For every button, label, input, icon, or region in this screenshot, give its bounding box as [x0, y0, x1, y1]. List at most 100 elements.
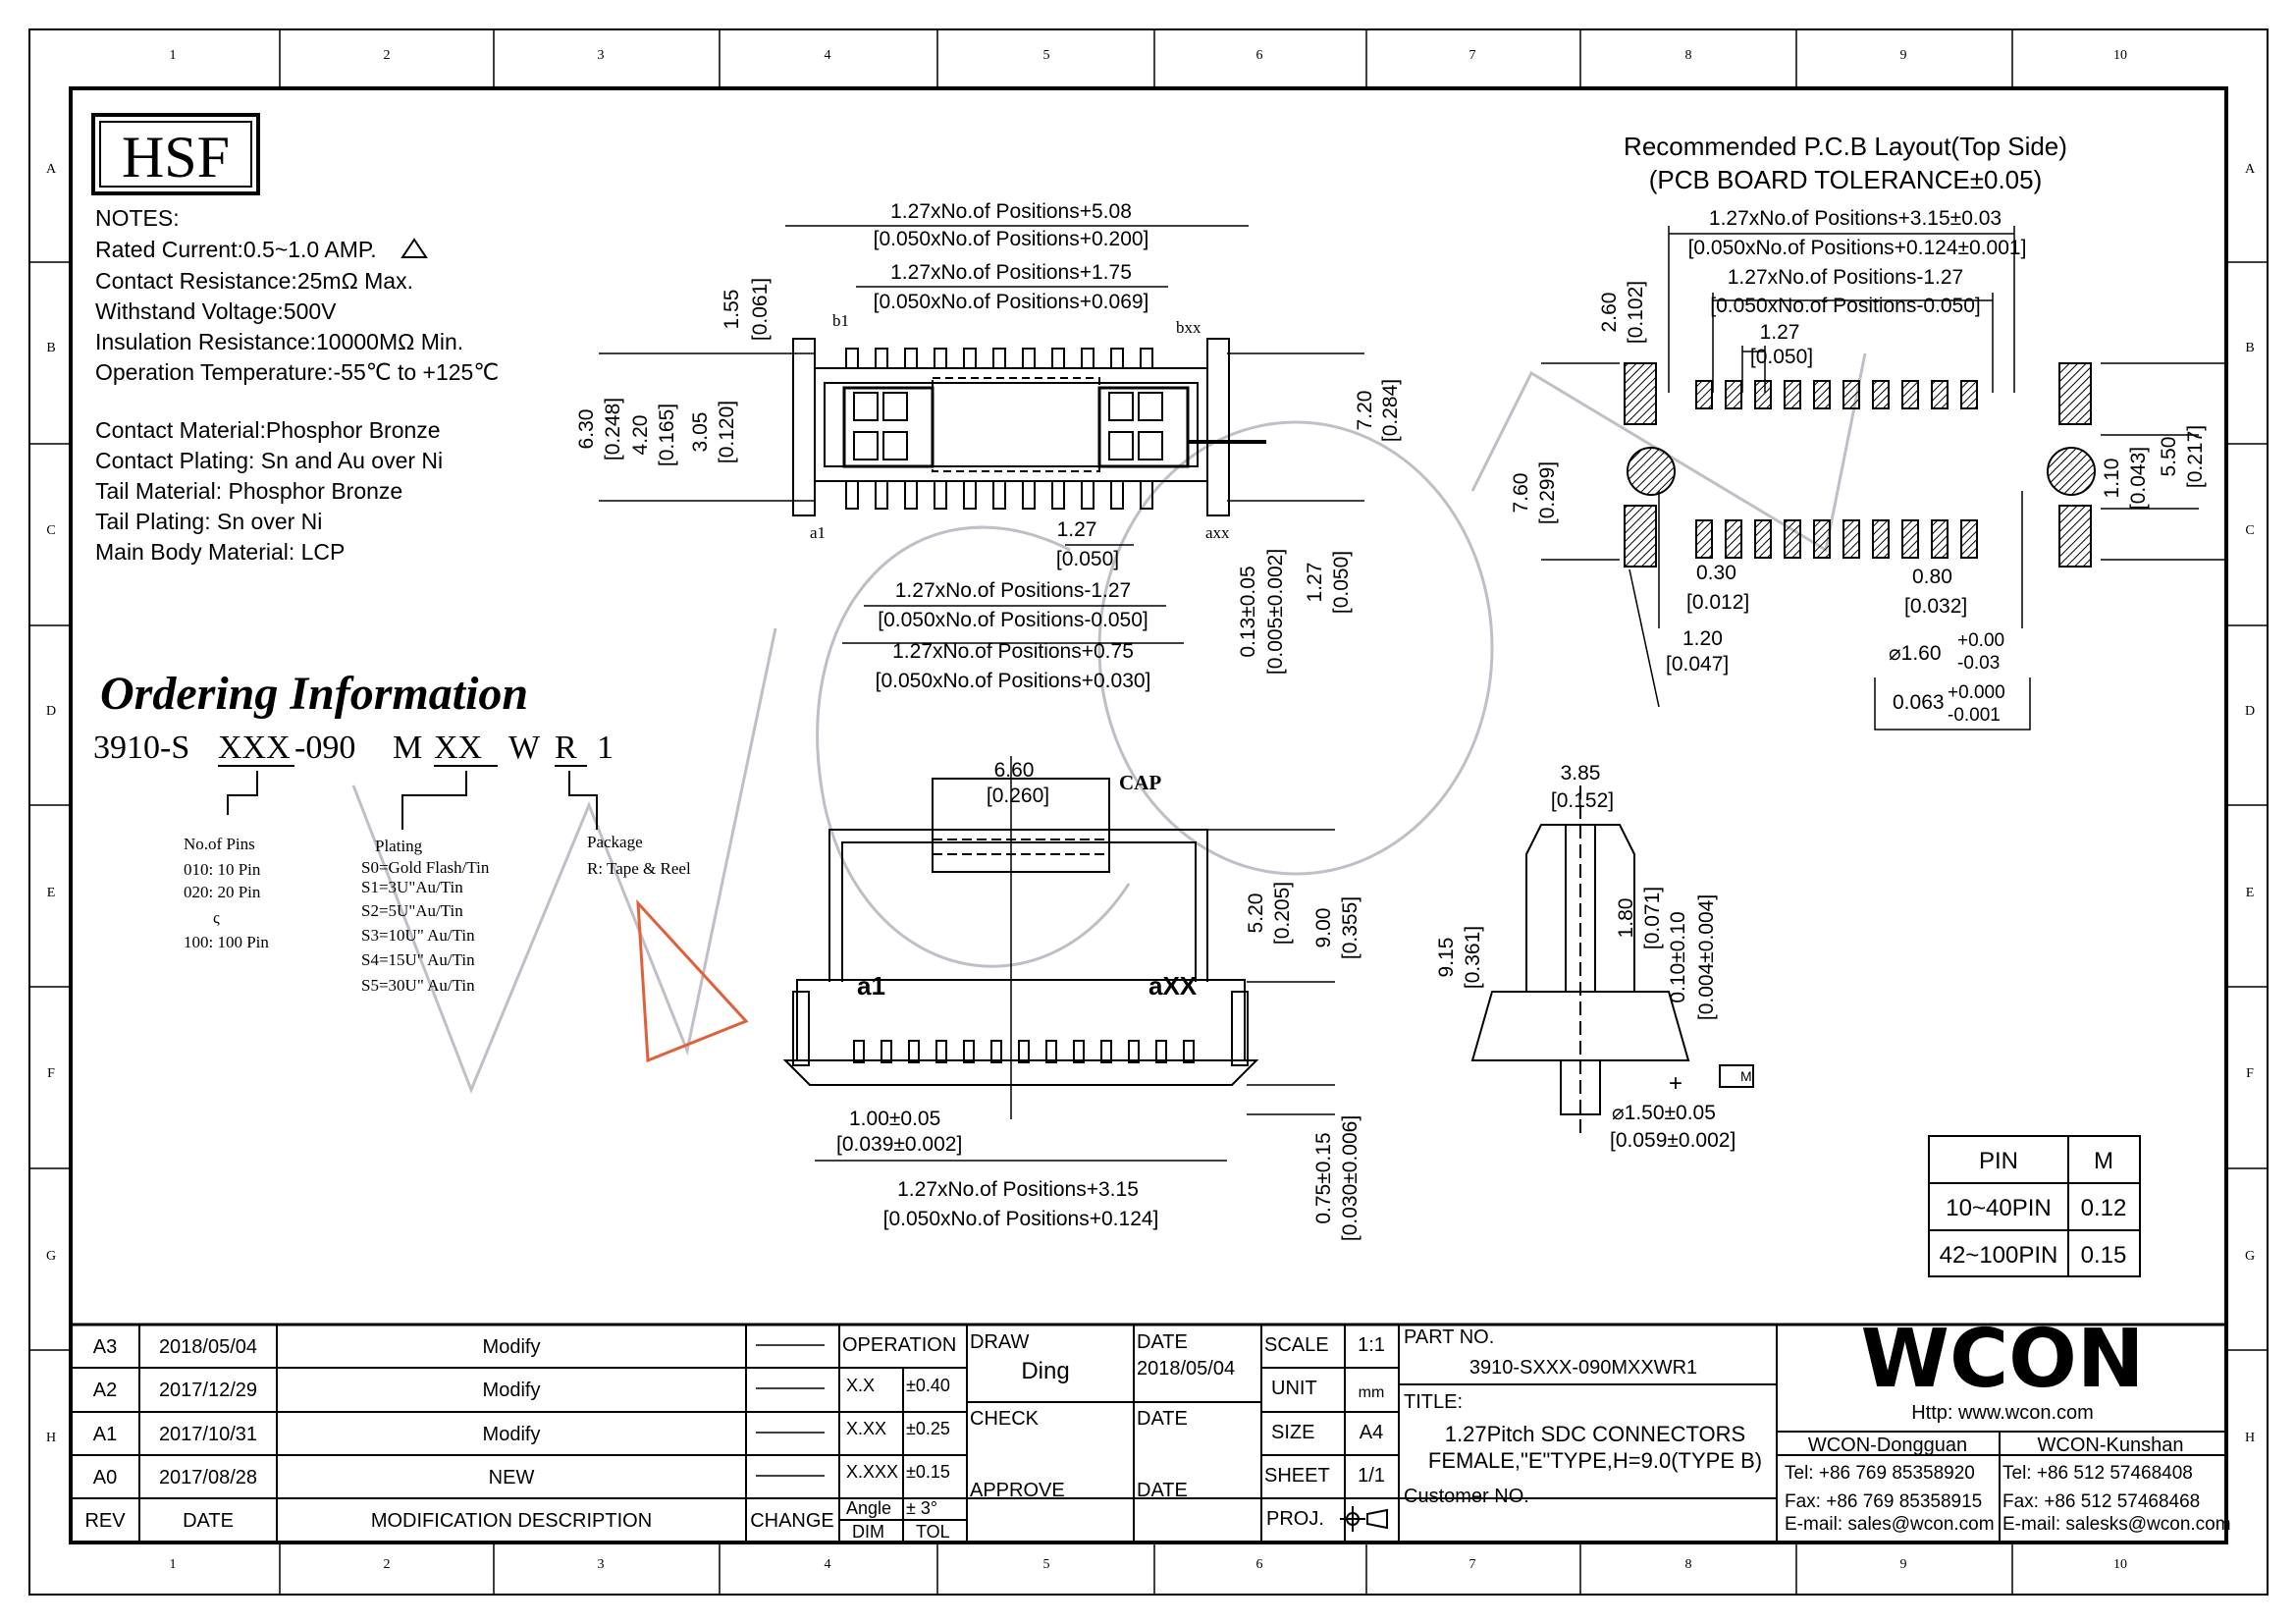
- svg-text:OPERATION: OPERATION: [842, 1334, 956, 1356]
- grid-col-label: 7: [1469, 1557, 1476, 1572]
- tail-pin: [1045, 1040, 1057, 1063]
- pcb-pad: [1813, 519, 1831, 559]
- svg-text:6.60: 6.60: [994, 759, 1035, 782]
- dimension-label: 2.60: [1598, 293, 1621, 333]
- svg-text:1.27: 1.27: [1057, 518, 1097, 541]
- grid-col-label: 1: [170, 1557, 177, 1572]
- pcb-pad: [1813, 380, 1831, 409]
- svg-text:0.063: 0.063: [1893, 691, 1945, 714]
- note-line: Tail Plating: Sn over Ni: [95, 509, 322, 534]
- contact-cell: [1108, 431, 1134, 460]
- contact-pin: [992, 480, 1006, 510]
- tail-pin: [853, 1040, 865, 1063]
- contact-pin: [875, 348, 888, 369]
- svg-text:S4=15U" Au/Tin: S4=15U" Au/Tin: [361, 950, 475, 969]
- contact-pin: [1022, 480, 1036, 510]
- svg-text:[0.050]: [0.050]: [1056, 548, 1119, 570]
- svg-text:DIM: DIM: [852, 1522, 884, 1542]
- note-line: Main Body Material: LCP: [95, 539, 345, 565]
- grid-row-label: D: [46, 704, 56, 719]
- dimension-label: 9.00: [1312, 908, 1335, 948]
- pcb-pad: [1725, 380, 1742, 409]
- svg-text:⌀1.60: ⌀1.60: [1889, 642, 1942, 665]
- pcb-mount-pad: [2058, 505, 2092, 568]
- note-line: Tail Material: Phosphor Bronze: [95, 478, 402, 504]
- svg-text:S1=3U"Au/Tin: S1=3U"Au/Tin: [361, 878, 463, 896]
- contact-cell: [853, 392, 879, 421]
- svg-text:[0.050xNo.of Positions+0.124±0: [0.050xNo.of Positions+0.124±0.001]: [1688, 237, 2027, 259]
- svg-text:⌀1.50±0.05: ⌀1.50±0.05: [1612, 1102, 1716, 1124]
- svg-text:±0.25: ±0.25: [906, 1419, 950, 1438]
- hsf-label: HSF: [122, 125, 230, 189]
- svg-text:1/1: 1/1: [1358, 1465, 1385, 1487]
- pin-table-cell: 42~100PIN: [1940, 1242, 2058, 1269]
- end-view-vertical-dims: 9.15[0.361]1.80[0.071]0.10±0.10[0.004±0.…: [1435, 887, 1718, 1020]
- dimension-label: 9.15: [1435, 938, 1458, 978]
- watermark-accent: [636, 898, 749, 1063]
- pcb-vertical-dims: 2.60[0.102]7.60[0.299]1.10[0.043]5.50[0.…: [1510, 281, 2207, 524]
- svg-text:1.27xNo.of Positions+3.15±0.03: 1.27xNo.of Positions+3.15±0.03: [1709, 207, 2002, 230]
- svg-text:DATE: DATE: [1137, 1331, 1188, 1353]
- contact-cell: [1138, 431, 1163, 460]
- svg-text:0.80: 0.80: [1912, 566, 1952, 588]
- grid-col-label: 9: [1900, 48, 1907, 63]
- side-view-dims: 6.60 [0.260] CAP a1 aXX 1.00±0.05 [0.039…: [836, 759, 1198, 1230]
- dimension-label: [0.217]: [2184, 425, 2207, 488]
- svg-text:[0.050xNo.of Positions+0.030]: [0.050xNo.of Positions+0.030]: [876, 670, 1151, 692]
- svg-text:Http: www.wcon.com: Http: www.wcon.com: [1911, 1402, 2094, 1424]
- grid-col-label: 9: [1900, 1557, 1907, 1572]
- dimension-label: [0.005±0.002]: [1264, 549, 1287, 675]
- side-view: [782, 756, 1259, 1119]
- svg-text:XXX: XXX: [218, 730, 291, 766]
- grid-row-label: F: [2246, 1066, 2254, 1081]
- svg-text:1.27xNo.of Positions+1.75: 1.27xNo.of Positions+1.75: [890, 261, 1132, 284]
- end-view: [1470, 785, 1690, 1139]
- grid-row-label: C: [46, 523, 55, 538]
- svg-text:R: R: [555, 730, 577, 766]
- svg-text:aXX: aXX: [1148, 971, 1198, 1001]
- svg-text:M: M: [1740, 1068, 1752, 1084]
- svg-text:S3=10U" Au/Tin: S3=10U" Au/Tin: [361, 926, 475, 945]
- contact-pin: [992, 348, 1006, 369]
- svg-text:WCON-Kunshan: WCON-Kunshan: [2038, 1435, 2184, 1456]
- side-view-dim-lines: [815, 829, 1335, 1162]
- pcb-pad: [1754, 380, 1772, 409]
- svg-text:[0.032]: [0.032]: [1904, 595, 1967, 618]
- svg-text:S5=30U" Au/Tin: S5=30U" Au/Tin: [361, 976, 475, 995]
- svg-text:+: +: [1669, 1070, 1682, 1097]
- svg-text:DATE: DATE: [1137, 1408, 1188, 1430]
- pin-table-cell: 0.12: [2081, 1195, 2127, 1221]
- pcb-pad: [1842, 380, 1860, 409]
- grid-col-label: 3: [598, 1557, 605, 1572]
- contact-pin: [1081, 480, 1095, 510]
- svg-text:[0.012]: [0.012]: [1686, 591, 1749, 614]
- svg-text:Plating: Plating: [375, 837, 423, 855]
- part-number: 3910-SXXX-090MXXWR1: [1469, 1357, 1697, 1379]
- pcb-pad: [1695, 380, 1713, 409]
- pcb-pad: [1784, 380, 1801, 409]
- svg-text:b1: b1: [832, 311, 849, 330]
- svg-text:[0.039±0.002]: [0.039±0.002]: [836, 1133, 962, 1156]
- svg-text:TOL: TOL: [916, 1522, 950, 1542]
- svg-text:[0.050xNo.of Positions-0.050]: [0.050xNo.of Positions-0.050]: [878, 609, 1148, 631]
- rev-date-cell: 2017/12/29: [159, 1380, 257, 1401]
- grid-col-label: 7: [1469, 48, 1476, 63]
- contact-pin: [845, 348, 859, 369]
- grid-col-label: 4: [825, 48, 831, 63]
- pcb-layout: [1541, 226, 2228, 708]
- rev-desc-cell: NEW: [489, 1467, 535, 1489]
- svg-text:1.27xNo.of Positions-1.27: 1.27xNo.of Positions-1.27: [1728, 266, 1963, 289]
- rev-header: MODIFICATION DESCRIPTION: [371, 1510, 652, 1532]
- change-dashes: [756, 1344, 825, 1477]
- pcb-pad: [1931, 380, 1949, 409]
- ordering-code: 3910-S XXX -090 M XX W R 1: [93, 730, 614, 766]
- grid-col-label: 8: [1685, 48, 1692, 63]
- grid-col-label: 8: [1685, 1557, 1692, 1572]
- contact-pin: [845, 480, 859, 510]
- svg-text:X.XXX: X.XXX: [846, 1462, 898, 1482]
- svg-text:[0.050xNo.of Positions+0.200]: [0.050xNo.of Positions+0.200]: [874, 228, 1149, 250]
- contact-pin: [904, 348, 918, 369]
- svg-text:E-mail: sales@wcon.com: E-mail: sales@wcon.com: [1785, 1514, 1995, 1535]
- drawing-title: FEMALE,"E"TYPE,H=9.0(TYPE B): [1428, 1448, 1762, 1473]
- grid-row-label: H: [2245, 1431, 2255, 1445]
